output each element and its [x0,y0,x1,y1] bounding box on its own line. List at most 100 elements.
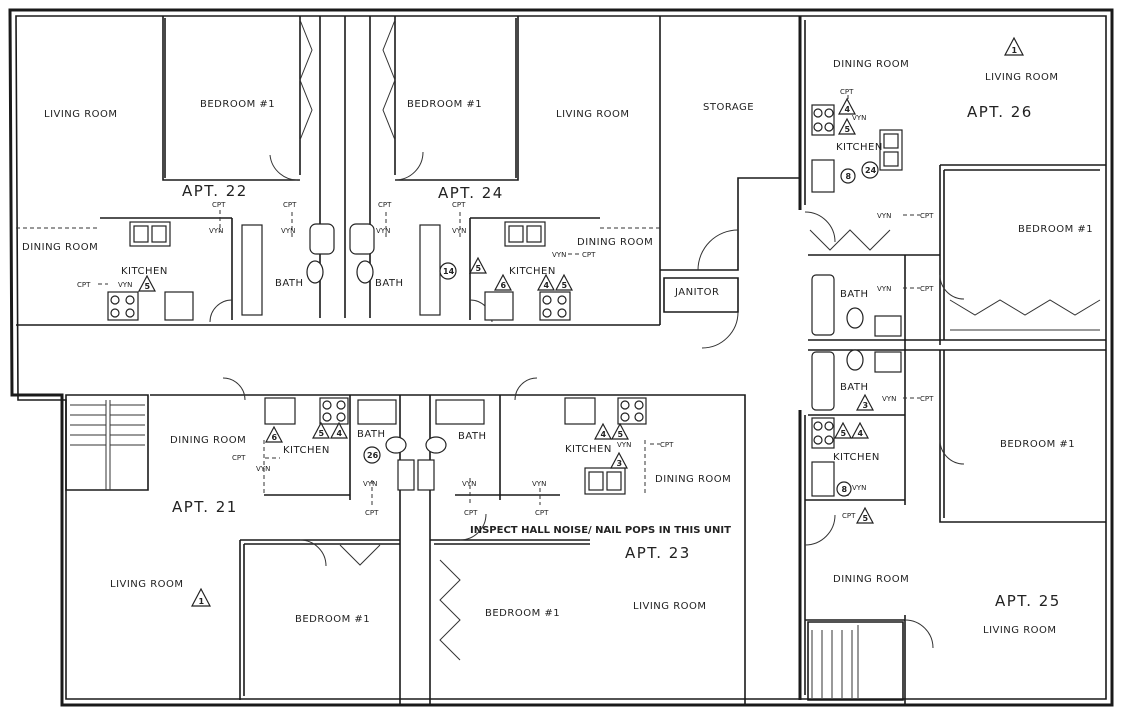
apartment-label: APT. 25 [995,592,1061,610]
cpt-tag: CPT [77,281,91,289]
storage-label: STORAGE [703,102,754,113]
finish-tags: CPT VYN CPT VYN CPT VYN CPT VYN CPT VYN … [77,88,934,520]
svg-text:24: 24 [865,166,877,175]
apartment-labels: APT. 22 APT. 24 APT. 26 APT. 21 APT. 23 … [172,103,1061,610]
vyn-tag: VYN [462,480,476,488]
svg-text:4: 4 [858,429,864,438]
cpt-tag: CPT [365,509,379,517]
dining-room-label: DINING ROOM [833,59,909,70]
bedroom-label: BEDROOM #1 [1018,224,1093,235]
apartment-label: APT. 21 [172,498,238,516]
circle-marker-icon: 26 [363,446,381,464]
vyn-tag: VYN [209,227,223,235]
circle-marker-icon: 14 [439,262,457,280]
apartment-label: APT. 23 [625,544,691,562]
svg-text:5: 5 [845,125,851,134]
triangle-marker-icon: 5 [834,421,852,439]
stairs-left [65,394,149,491]
cpt-tag: CPT [920,285,934,293]
dining-room-label: DINING ROOM [577,237,653,248]
vyn-tag: VYN [882,395,896,403]
svg-text:6: 6 [272,433,278,442]
svg-text:1: 1 [199,597,205,606]
cpt-tag: CPT [378,201,392,209]
triangle-marker-icon: 4 [838,97,856,115]
living-room-label: LIVING ROOM [110,579,184,590]
triangle-marker-icon: 4 [594,422,612,440]
bedroom-label: BEDROOM #1 [407,99,482,110]
vyn-tag: VYN [877,285,891,293]
living-room-label: LIVING ROOM [556,109,630,120]
cpt-tag: CPT [452,201,466,209]
vyn-tag: VYN [452,227,466,235]
triangle-marker-icon: 5 [469,256,487,274]
bath-label: BATH [840,382,869,393]
svg-text:5: 5 [145,282,151,291]
triangle-marker-icon: 5 [611,422,629,440]
vyn-tag: VYN [877,212,891,220]
cpt-tag: CPT [842,512,856,520]
vyn-tag: VYN [852,114,866,122]
svg-text:8: 8 [846,172,852,181]
dining-room-label: DINING ROOM [833,574,909,585]
triangle-marker-icon: 4 [851,421,869,439]
exterior-walls [8,8,1114,707]
svg-text:1: 1 [1012,46,1018,55]
dining-room-label: DINING ROOM [170,435,246,446]
kitchen-label: KITCHEN [833,452,880,463]
vyn-tag: VYN [118,281,132,289]
walls-apt-22-24 [16,16,661,326]
bedroom-label: BEDROOM #1 [295,614,370,625]
bath-label: BATH [840,289,869,300]
cpt-tag: CPT [582,251,596,259]
bath-label: BATH [357,429,386,440]
bath-label: BATH [458,431,487,442]
svg-text:26: 26 [367,451,379,460]
apartment-label: APT. 26 [967,103,1033,121]
triangle-marker-icon: 6 [494,273,512,291]
living-room-label: LIVING ROOM [983,625,1057,636]
kitchen-label: KITCHEN [509,266,556,277]
vyn-tag: VYN [617,441,631,449]
bedroom-label: BEDROOM #1 [485,608,560,619]
svg-text:4: 4 [337,429,343,438]
vyn-tag: VYN [552,251,566,259]
dining-room-label: DINING ROOM [655,474,731,485]
circle-marker-icon: 24 [861,161,879,179]
living-room-label: LIVING ROOM [985,72,1059,83]
bath-label: BATH [275,278,304,289]
cpt-tag: CPT [660,441,674,449]
vyn-tag: VYN [376,227,390,235]
svg-text:5: 5 [562,281,568,290]
fixtures [107,104,903,497]
svg-text:14: 14 [443,267,455,276]
apartment-label: APT. 24 [438,184,504,202]
triangle-marker-icon: 3 [610,451,628,469]
apartment-label: APT. 22 [182,182,248,200]
svg-text:4: 4 [601,430,607,439]
triangle-marker-icon: 5 [856,506,874,524]
triangle-marker-icon: 4 [537,273,555,291]
svg-text:5: 5 [319,429,325,438]
cpt-tag: CPT [464,509,478,517]
room-labels: LIVING ROOM BEDROOM #1 BEDROOM #1 LIVING… [22,59,1093,636]
cpt-tag: CPT [232,454,246,462]
triangle-marker-icon: 5 [138,274,156,292]
svg-text:8: 8 [842,485,848,494]
svg-text:4: 4 [845,105,851,114]
door-swings [209,151,965,649]
triangle-marker-icon: 1 [191,587,211,607]
cpt-tag: CPT [212,201,226,209]
janitor-label: JANITOR [674,287,719,298]
svg-text:5: 5 [618,430,624,439]
vyn-tag: VYN [532,480,546,488]
bedroom-label: BEDROOM #1 [1000,439,1075,450]
svg-text:5: 5 [476,264,482,273]
kitchen-label: KITCHEN [283,445,330,456]
triangle-marker-icon: 5 [555,273,573,291]
cpt-tag: CPT [535,509,549,517]
bath-label: BATH [375,278,404,289]
walls-service [660,177,800,349]
triangle-marker-icon: 5 [838,117,856,135]
